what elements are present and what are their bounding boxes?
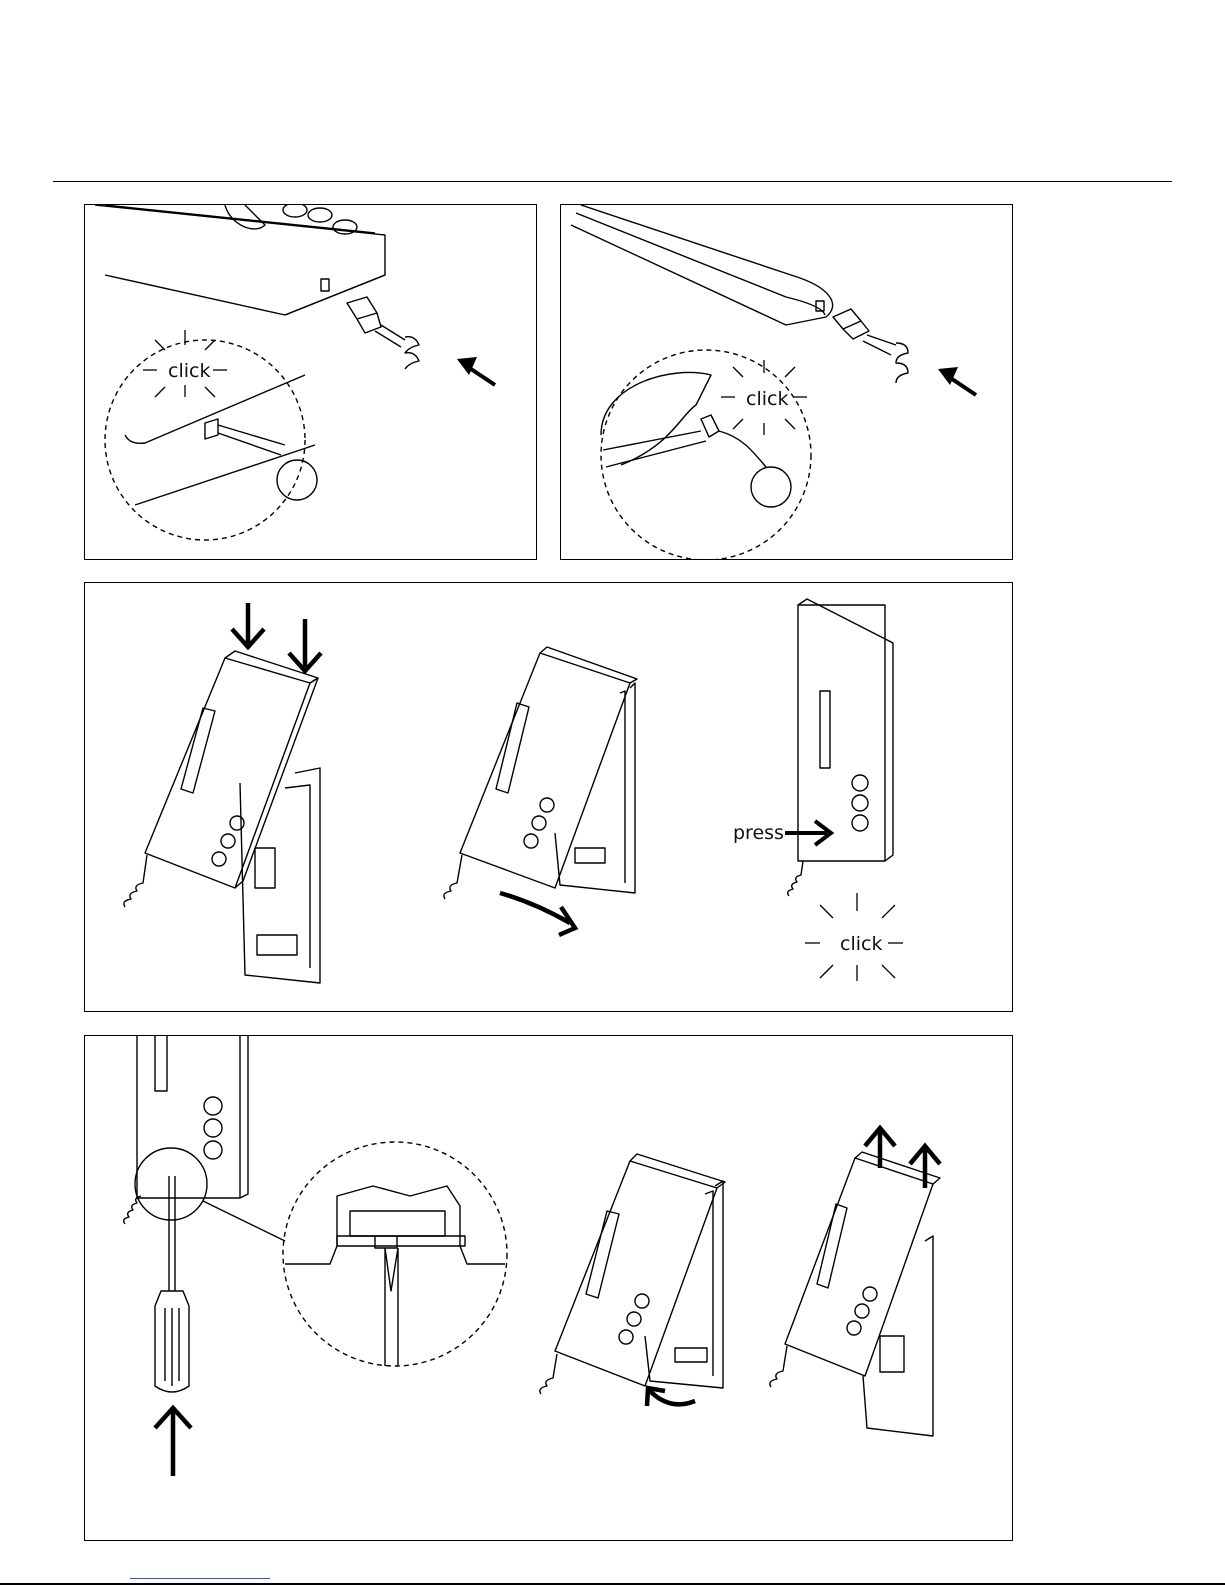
handset-button — [524, 834, 538, 848]
handset-button — [540, 798, 554, 812]
illustration-mount-handset: press click — [85, 583, 1013, 1012]
press-label: press — [733, 822, 784, 844]
detail-circle — [601, 350, 811, 560]
handset-front — [137, 1036, 240, 1198]
rj-plug — [833, 309, 861, 329]
wall-bracket — [645, 1181, 723, 1388]
wall-bracket — [240, 768, 320, 983]
handset-button — [221, 834, 235, 848]
screwdriver-shaft — [169, 1176, 175, 1291]
coiled-cord — [788, 861, 803, 896]
handset-button — [852, 815, 868, 831]
rotate-arrow — [647, 1388, 695, 1406]
wall-bracket — [555, 683, 635, 893]
direction-arrow-down — [232, 603, 264, 647]
header-rule — [53, 181, 1172, 182]
handset-socket — [321, 279, 329, 291]
handset-body — [571, 205, 833, 325]
panel-connect-cord-b: click — [560, 204, 1013, 560]
coiled-cord — [540, 1354, 557, 1394]
coiled-cord — [405, 337, 419, 369]
handset-slot — [225, 205, 265, 229]
handset-front — [785, 1158, 933, 1376]
handset-button — [204, 1119, 222, 1137]
direction-arrow-up — [155, 1408, 191, 1476]
detail-screwdriver — [385, 1248, 398, 1366]
handset-button — [283, 205, 307, 217]
click-label: click — [840, 933, 882, 955]
handset-side — [798, 599, 893, 861]
handset-slot — [820, 691, 830, 768]
handset-slot — [496, 703, 529, 793]
handset-body — [95, 205, 385, 315]
direction-arrow — [457, 357, 495, 385]
handset-button — [204, 1141, 222, 1159]
handset-button — [635, 1294, 649, 1308]
detail-plug — [701, 415, 719, 437]
panel-remove-handset — [84, 1035, 1013, 1541]
handset-button — [204, 1097, 222, 1115]
direction-arrow-down — [289, 619, 321, 671]
illustration-connect-cord-b: click — [561, 205, 1013, 560]
illustration-remove-handset — [85, 1036, 1013, 1541]
handset-slot — [155, 1036, 167, 1091]
rj-plug — [347, 297, 377, 319]
handset-button — [627, 1312, 641, 1326]
panel-connect-cord-a: click — [84, 204, 537, 560]
handset-button — [852, 795, 868, 811]
handset-front — [555, 1161, 717, 1386]
coiled-cord — [444, 855, 462, 899]
handset-button — [852, 775, 868, 791]
handset-front — [798, 605, 885, 861]
handset-button — [855, 1304, 869, 1318]
panel-mount-handset: press click — [84, 582, 1013, 1012]
handset-button — [863, 1287, 877, 1301]
handset-button — [847, 1321, 861, 1335]
illustration-connect-cord-a: click — [85, 205, 537, 560]
bracket-terminal — [675, 1348, 707, 1362]
direction-arrow — [938, 367, 976, 395]
handset-button — [333, 220, 357, 234]
handset-button — [619, 1330, 633, 1344]
handset-front — [145, 658, 310, 888]
handset-button — [532, 816, 546, 830]
handset-button — [230, 816, 244, 830]
handset-button — [308, 208, 332, 222]
press-arrow — [785, 821, 831, 845]
footer-link-underline[interactable] — [130, 1578, 270, 1579]
click-label: click — [746, 388, 788, 410]
detail-cord-ball — [751, 467, 791, 507]
zoom-circle — [135, 1148, 207, 1220]
detail-plug — [205, 419, 218, 439]
bracket-terminal — [575, 848, 605, 863]
coiled-cord — [770, 1346, 787, 1387]
click-label: click — [168, 360, 210, 382]
rotate-arrow — [500, 893, 575, 935]
handset-slot — [586, 1211, 619, 1298]
handset-slot — [181, 708, 215, 793]
detail-circle — [283, 1142, 507, 1366]
bracket-terminal — [255, 848, 275, 888]
handset-button — [212, 852, 226, 866]
bracket-terminal — [880, 1336, 904, 1372]
coiled-cord — [896, 343, 908, 383]
coiled-cord — [124, 855, 147, 907]
